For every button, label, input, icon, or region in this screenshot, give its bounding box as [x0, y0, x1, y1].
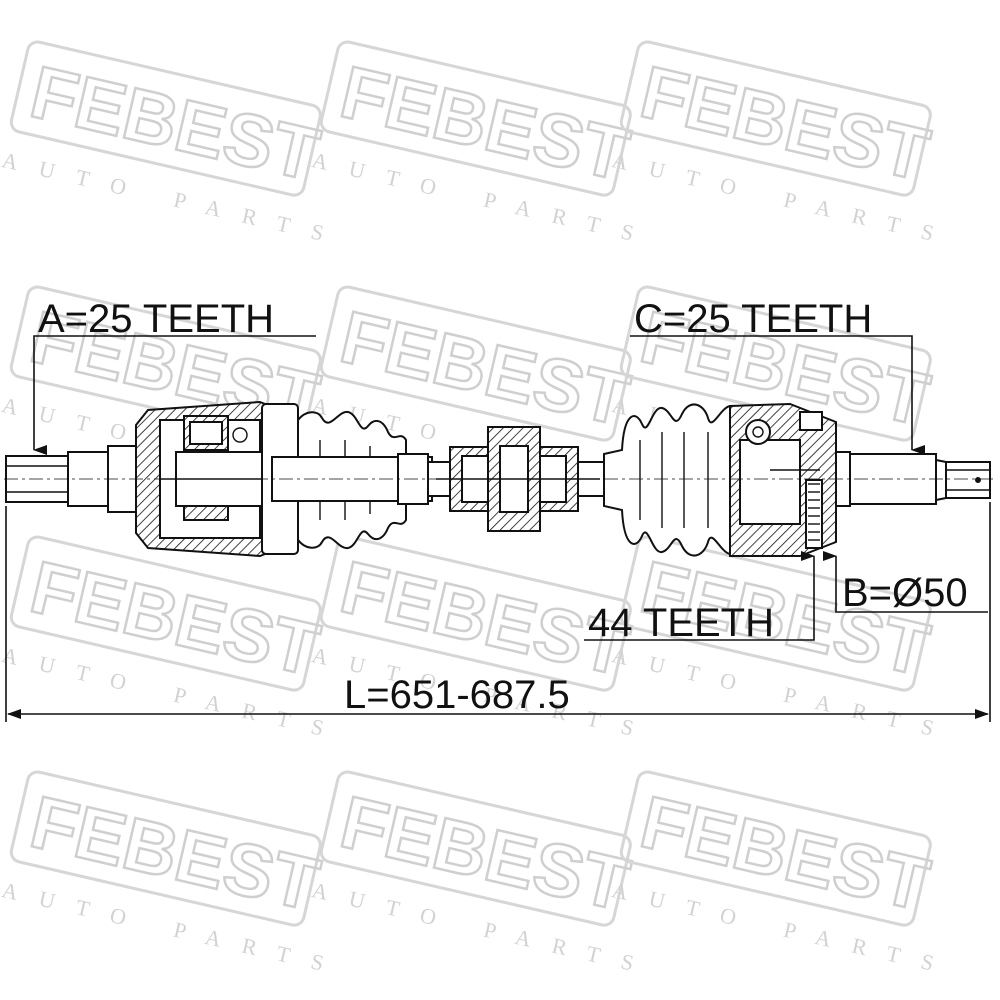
- watermark-frame: [319, 40, 632, 197]
- outer-boot: [603, 403, 739, 557]
- dimension-lines: [5, 335, 991, 722]
- label-a-spline: A=25 TEETH: [38, 297, 274, 341]
- label-abs-ring: 44 TEETH: [588, 601, 774, 645]
- label-length: L=651-687.5: [344, 673, 570, 717]
- watermark-frame: [619, 535, 932, 692]
- watermark-frame: [319, 285, 632, 442]
- watermark-frame: [9, 40, 322, 197]
- outer-cv-joint: [729, 402, 837, 557]
- watermark-frame: [9, 770, 322, 927]
- watermark-frame: [319, 535, 632, 692]
- watermark-frame: [319, 770, 632, 927]
- watermark-frame: [619, 770, 932, 927]
- watermark-frame: [9, 285, 322, 442]
- label-b-diameter: B=Ø50: [842, 571, 968, 615]
- drive-shaft: [4, 400, 996, 558]
- label-c-spline: C=25 TEETH: [634, 297, 872, 341]
- watermark-frame: [619, 40, 932, 197]
- watermark-frame: [9, 535, 322, 692]
